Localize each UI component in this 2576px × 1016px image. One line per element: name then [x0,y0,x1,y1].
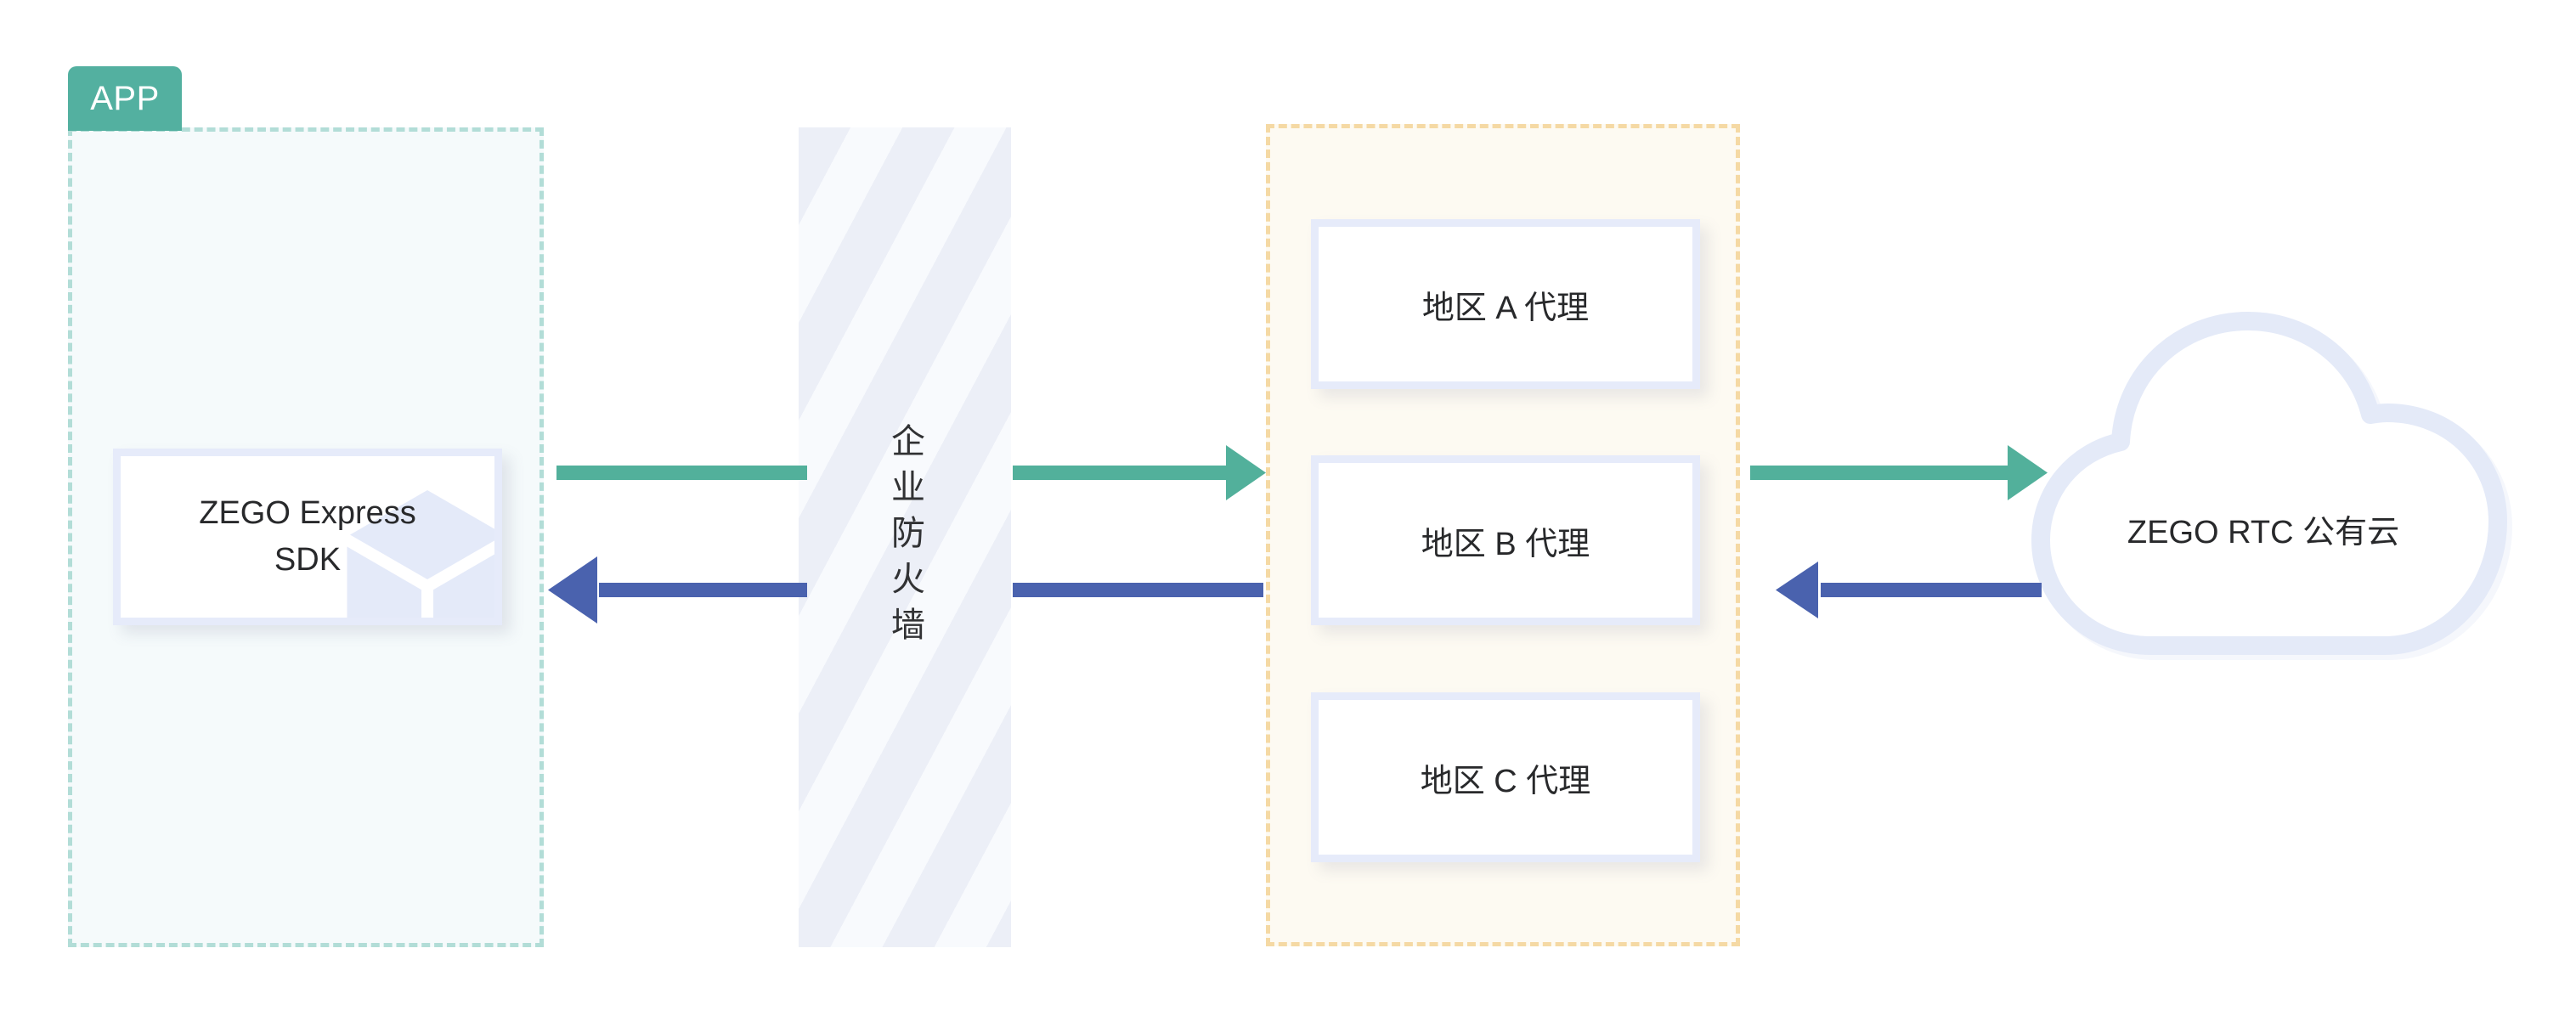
arrow-proxy-to-firewall [1013,583,1263,597]
arrow-firewall-to-sdk-head [548,556,597,624]
firewall-label: 企业防火墙 [886,422,924,652]
proxy-box-label: 地区 C 代理 [1420,763,1591,799]
sdk-label-line-1: ZEGO Express [199,494,416,531]
arrow-cloud-to-proxy-head [1776,562,1818,618]
arrow-sdk-to-firewall [556,466,807,480]
proxy-box-region-b[interactable]: 地区 B 代理 [1311,455,1700,625]
zego-express-sdk-card[interactable]: ZEGO Express SDK [113,449,502,625]
proxy-box-region-c[interactable]: 地区 C 代理 [1311,692,1700,862]
app-zone-badge: APP [68,66,182,131]
cloud-shape-icon [2031,312,2512,660]
arrow-firewall-to-proxy-head [1226,445,1266,500]
firewall-label-wrap: 企业防火墙 [799,127,1011,947]
sdk-label-line-2: SDK [274,542,342,578]
arrow-proxy-to-cloud-line [1750,466,2008,480]
enterprise-firewall-column: 企业防火墙 [799,127,1011,947]
sdk-card-label: ZEGO Express SDK [121,456,494,618]
arrow-firewall-to-sdk-line [599,583,807,597]
proxy-box-label: 地区 B 代理 [1421,526,1590,562]
proxy-box-region-a[interactable]: 地区 A 代理 [1311,219,1700,389]
arrow-firewall-to-proxy-line [1013,466,1252,480]
zego-rtc-public-cloud[interactable]: ZEGO RTC 公有云 [1991,312,2535,660]
proxy-box-label: 地区 A 代理 [1421,290,1590,326]
